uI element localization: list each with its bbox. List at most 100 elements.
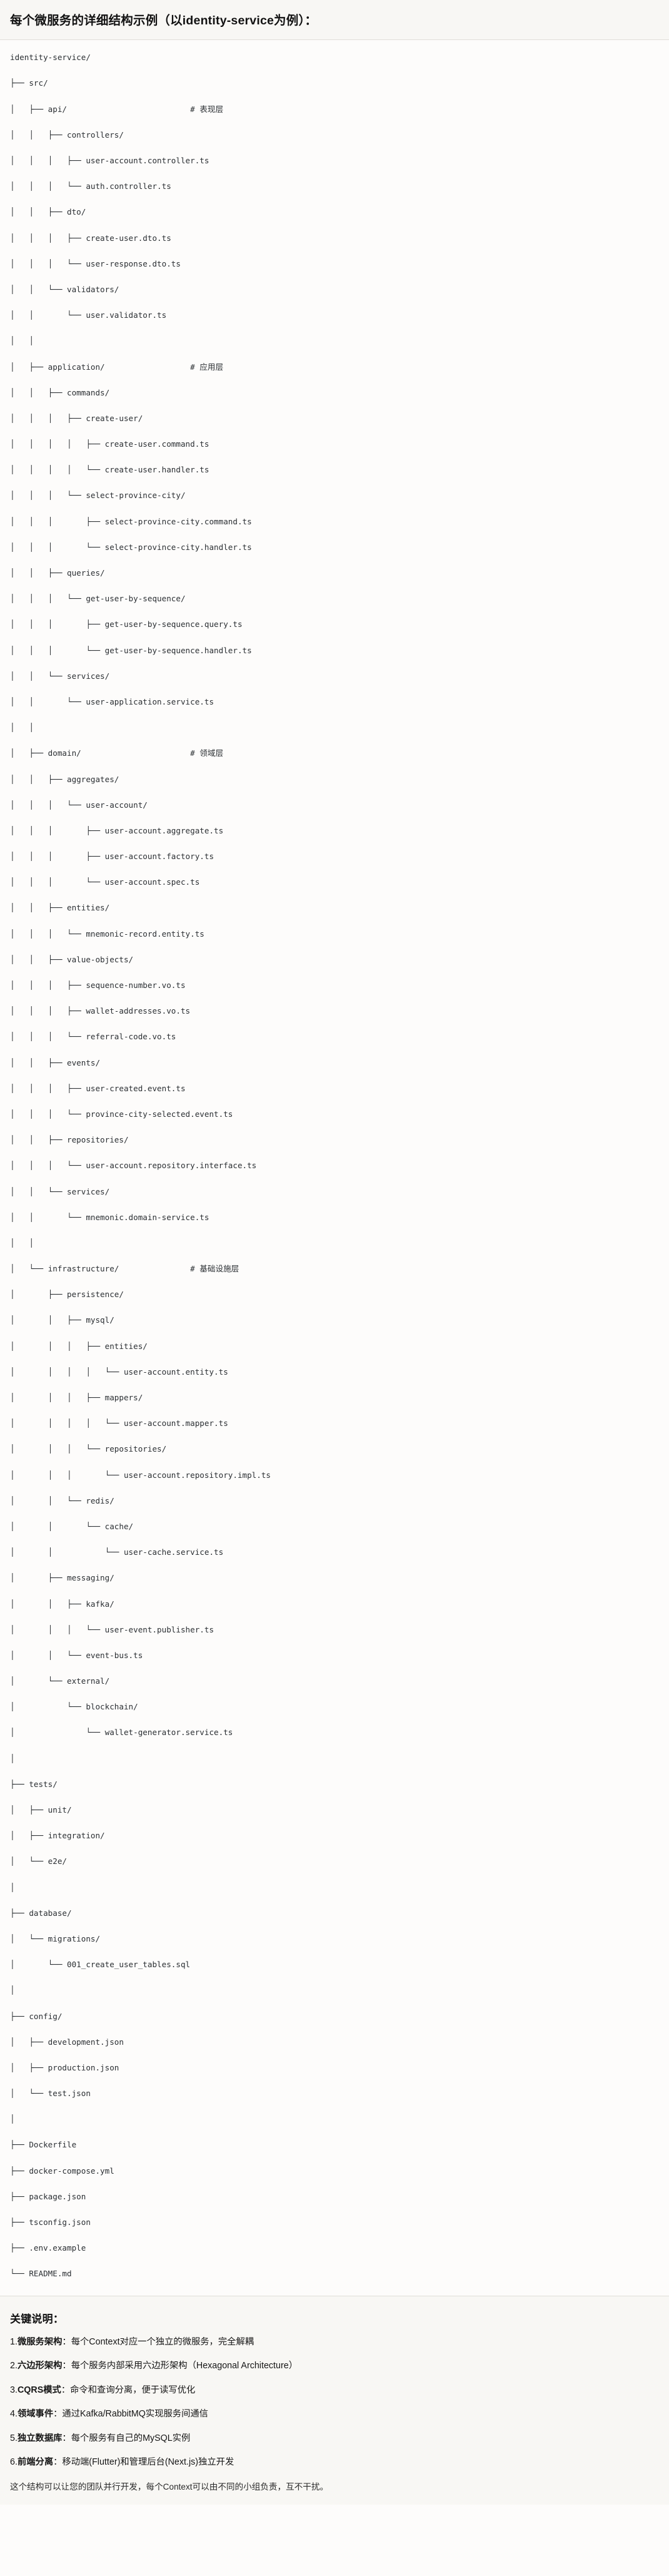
tree-line: │ │ └── services/ [10,1186,110,1196]
tree-line: ├── .env.example [10,2243,86,2253]
tree-line: │ └── external/ [10,1676,110,1686]
tree-line: │ │ │ └── mnemonic-record.entity.ts [10,929,204,939]
tree-line: │ │ ├── mysql/ [10,1315,114,1325]
key-note-description: ：每个服务内部采用六边形架构（Hexagonal Architecture） [62,2361,298,2371]
key-note-term: CQRS模式 [17,2385,61,2395]
tree-line: │ │ │ ├── select-province-city.command.t… [10,516,252,526]
tree-line: │ │ │ └── province-city-selected.event.t… [10,1109,233,1119]
tree-line: │ │ │ ├── wallet-addresses.vo.ts [10,1006,191,1016]
tree-line: │ │ │ │ └── user-account.mapper.ts [10,1418,228,1428]
tree-line: │ │ │ └── user-response.dto.ts [10,258,181,268]
tree-line: │ │ │ ├── entities/ [10,1341,148,1351]
tree-line: │ │ │ └── user-account.repository.impl.t… [10,1470,271,1480]
tree-line: │ │ │ └── user-account.spec.ts [10,877,200,887]
key-note-term: 前端分离 [17,2457,54,2468]
key-note-term: 独立数据库 [17,2433,63,2443]
key-note-number: 2. [10,2361,18,2371]
tree-line: ├── config/ [10,2011,63,2021]
tree-line: │ │ │ └── repositories/ [10,1444,167,1454]
tree-line: │ │ ├── queries/ [10,568,105,578]
tree-line: └── README.md [10,2269,72,2279]
tree-line: │ └── migrations/ [10,1933,101,1943]
tree-line: │ │ └── redis/ [10,1495,114,1505]
tree-line: identity-service/ [10,53,91,63]
tree-line: ├── Dockerfile [10,2140,77,2150]
key-note-item: 2.六边形架构：每个服务内部采用六边形架构（Hexagonal Architec… [10,2360,659,2373]
tree-line: ├── tests/ [10,1779,58,1789]
tree-line: │ [10,1882,15,1892]
tree-line: │ │ │ └── select-province-city/ [10,491,186,501]
tree-line: │ │ └── event-bus.ts [10,1650,143,1660]
tree-line: │ │ │ │ ├── create-user.command.ts [10,439,209,449]
tree-line: │ │ ├── controllers/ [10,130,124,140]
tree-line: │ ├── domain/ # 领域层 [10,748,224,758]
key-note-description: ：每个服务有自己的MySQL实例 [62,2433,191,2443]
tree-line: │ └── wallet-generator.service.ts [10,1728,233,1738]
tree-line: │ │ ├── commands/ [10,387,110,397]
tree-line: │ │ └── user-application.service.ts [10,696,214,706]
tree-line: │ ├── api/ # 表现层 [10,104,224,114]
tree-line: │ │ │ └── user-account/ [10,800,148,810]
tree-line: │ │ └── cache/ [10,1521,134,1531]
tree-line: │ │ │ ├── get-user-by-sequence.query.ts [10,619,243,629]
tree-line: │ │ │ ├── create-user/ [10,413,143,423]
key-note-number: 6. [10,2457,18,2468]
key-note-description: ：通过Kafka/RabbitMQ实现服务间通信 [53,2409,208,2420]
tree-line: │ └── test.json [10,2089,91,2099]
tree-line: │ │ │ ├── create-user.dto.ts [10,233,171,243]
tree-line: │ [10,2114,15,2124]
tree-line: ├── package.json [10,2191,86,2201]
tree-line: │ │ │ └── get-user-by-sequence.handler.t… [10,645,252,655]
tree-line: │ │ ├── repositories/ [10,1135,129,1145]
closing-statement: 这个结构可以让您的团队并行开发，每个Context可以由不同的小组负责，互不干扰… [10,2482,329,2492]
key-notes-title: 关键说明： [10,2313,64,2326]
tree-line: │ ├── application/ # 应用层 [10,362,224,372]
key-note-item: 6.前端分离：移动端(Flutter)和管理后台(Next.js)独立开发 [10,2456,659,2469]
key-note-term: 领域事件 [17,2409,54,2420]
tree-line: │ ├── development.json [10,2037,124,2047]
key-note-number: 3. [10,2385,18,2395]
key-note-number: 1. [10,2337,18,2348]
tree-line: │ │ │ └── get-user-by-sequence/ [10,594,186,604]
key-note-item: 1.微服务架构：每个Context对应一个独立的微服务，完全解耦 [10,2336,659,2349]
tree-line: │ │ └── user.validator.ts [10,310,167,320]
tree-line: │ │ │ │ └── user-account.entity.ts [10,1367,228,1377]
tree-line: │ │ │ ├── user-created.event.ts [10,1083,186,1093]
tree-line: │ └── 001_create_user_tables.sql [10,1960,191,1970]
tree-line: │ │ ├── kafka/ [10,1599,114,1609]
key-notes-section: 关键说明： 1.微服务架构：每个Context对应一个独立的微服务，完全解耦 2.… [0,2296,669,2505]
header-section: 每个微服务的详细结构示例（以identity-service为例）： [0,0,669,41]
key-note-term: 六边形架构 [17,2361,63,2371]
tree-line: │ │ │ └── select-province-city.handler.t… [10,542,252,552]
tree-line: │ │ └── validators/ [10,284,119,294]
tree-line: │ │ │ ├── sequence-number.vo.ts [10,980,186,990]
tree-line: │ │ │ ├── user-account.aggregate.ts [10,825,224,835]
tree-line: ├── tsconfig.json [10,2217,91,2227]
key-note-number: 5. [10,2433,18,2443]
tree-line: │ │ │ │ └── create-user.handler.ts [10,465,209,475]
tree-line: │ ├── persistence/ [10,1290,124,1300]
tree-line: │ │ │ └── auth.controller.ts [10,181,171,191]
tree-line: │ [10,1985,15,1995]
tree-line: │ └── e2e/ [10,1856,67,1866]
tree-line: │ │ ├── aggregates/ [10,774,119,784]
tree-line: │ │ [10,1238,34,1248]
directory-tree: identity-service/ ├── src/ │ ├── api/ # … [10,51,659,2281]
key-note-term: 微服务架构 [17,2337,63,2348]
tree-line: │ │ │ ├── user-account.controller.ts [10,156,209,166]
key-note-item: 5.独立数据库：每个服务有自己的MySQL实例 [10,2432,659,2445]
tree-line: │ │ ├── events/ [10,1057,101,1067]
tree-line: │ │ └── user-cache.service.ts [10,1547,224,1557]
tree-line: │ │ │ ├── user-account.factory.ts [10,852,214,862]
tree-line: │ └── blockchain/ [10,1702,138,1712]
key-note-description: ：移动端(Flutter)和管理后台(Next.js)独立开发 [53,2457,234,2468]
page-title: 每个微服务的详细结构示例（以identity-service为例）： [10,14,318,28]
tree-line: ├── docker-compose.yml [10,2166,114,2176]
key-note-item: 4.领域事件：通过Kafka/RabbitMQ实现服务间通信 [10,2408,659,2421]
tree-line: ├── src/ [10,78,48,88]
tree-line: │ └── infrastructure/ # 基础设施层 [10,1264,239,1274]
directory-tree-section: identity-service/ ├── src/ │ ├── api/ # … [0,40,669,2296]
tree-line: │ ├── production.json [10,2062,119,2072]
tree-line: │ │ ├── value-objects/ [10,954,134,964]
